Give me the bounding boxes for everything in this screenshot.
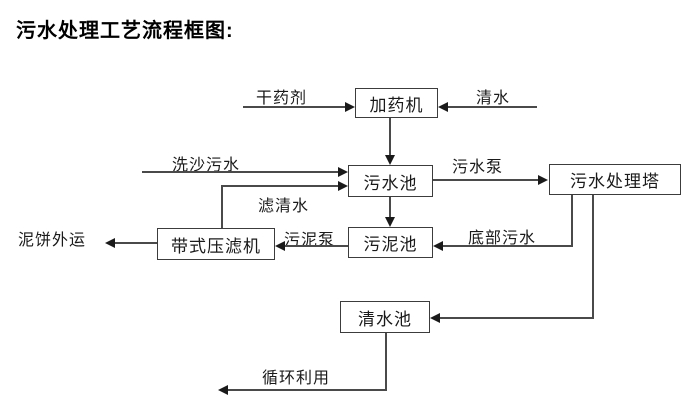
node-treatment-tower: 污水处理塔	[549, 164, 681, 195]
sand-washing-line	[142, 171, 338, 173]
sewage-pump-line	[433, 179, 538, 181]
flow-label-clean-water: 清水	[476, 90, 511, 107]
sand-washing-arrowhead-icon	[338, 167, 348, 177]
clean-water-arrowhead-icon	[438, 102, 448, 112]
bottom-sewage-arrowhead-icon	[433, 241, 443, 251]
sewage-to-sludge-line	[389, 197, 391, 218]
tower-to-clean-vline	[592, 195, 594, 319]
recycle-vline	[385, 333, 387, 391]
sewage-to-sludge-arrowhead-icon	[385, 217, 395, 227]
mud-cake-line	[115, 242, 157, 244]
dosing-to-sewage-line	[389, 118, 391, 156]
flow-label-mud-cake-out: 泥饼外运	[18, 232, 87, 249]
tower-to-clean-arrowhead-icon	[430, 313, 440, 323]
flow-label-sewage-pump: 污水泵	[452, 159, 504, 176]
filtered-water-vline	[221, 185, 223, 228]
flow-label-sludge-pump: 污泥泵	[284, 232, 336, 249]
recycle-hline	[228, 389, 387, 391]
clean-water-line	[448, 106, 537, 108]
dry-agent-line	[243, 106, 346, 108]
dry-agent-arrowhead-icon	[345, 102, 355, 112]
page-title: 污水处理工艺流程框图:	[16, 20, 234, 42]
flow-label-filtered-water: 滤清水	[258, 198, 310, 215]
filtered-water-arrowhead-icon	[338, 181, 348, 191]
flow-label-recycle: 循环利用	[262, 370, 331, 387]
flow-label-dry-agent: 干药剂	[256, 90, 308, 107]
recycle-arrowhead-icon	[218, 385, 228, 395]
sludge-pump-arrowhead-icon	[275, 241, 285, 251]
node-sludge-pool: 污泥池	[348, 227, 433, 258]
mud-cake-arrowhead-icon	[105, 238, 115, 248]
tower-to-clean-hline	[440, 317, 594, 319]
flow-label-bottom-sewage: 底部污水	[468, 230, 537, 247]
bottom-sewage-vline	[571, 195, 573, 247]
node-clean-water-pool: 清水池	[340, 301, 430, 333]
sludge-pump-line	[285, 245, 348, 247]
node-sewage-pool: 污水池	[348, 165, 433, 197]
flow-label-sand-washing-sewage: 洗沙污水	[172, 157, 241, 174]
node-dosing-machine: 加药机	[355, 88, 438, 118]
node-belt-filter-press: 带式压滤机	[157, 228, 275, 260]
bottom-sewage-hline	[443, 245, 573, 247]
sewage-pump-arrowhead-icon	[538, 175, 548, 185]
dosing-to-sewage-arrowhead-icon	[385, 155, 395, 165]
filtered-water-hline	[221, 185, 338, 187]
